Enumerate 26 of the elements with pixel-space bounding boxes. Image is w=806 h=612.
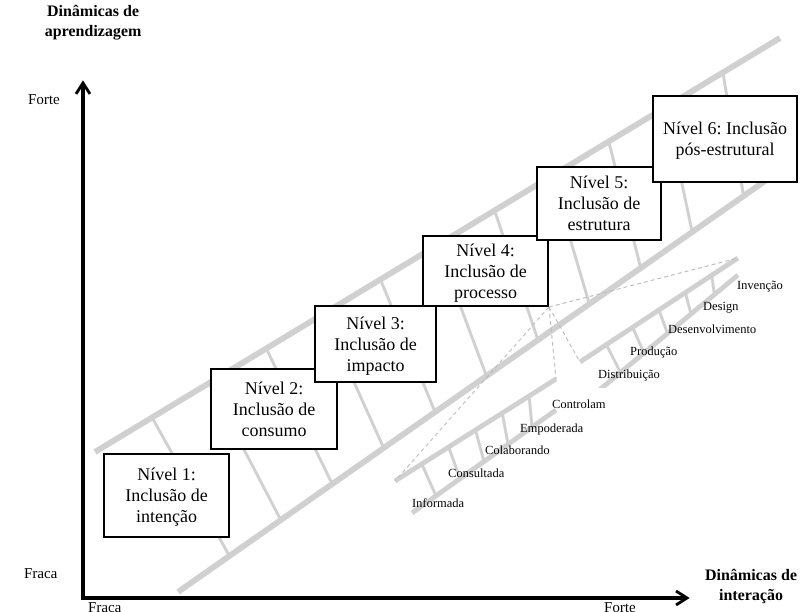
axis-label: Fraca	[24, 566, 58, 583]
axis-title: Dinâmicas de interação	[704, 566, 798, 606]
level-box: Nível 2: Inclusão de consumo	[210, 368, 338, 450]
step-label: Design	[703, 299, 738, 314]
step-label: Consultada	[448, 466, 504, 481]
step-label: Empoderada	[520, 421, 584, 436]
axis-title: Dinâmicas de aprendizagem	[44, 2, 142, 42]
level-box: Nível 4: Inclusão de processo	[422, 235, 549, 307]
step-label: Colaborando	[485, 443, 550, 458]
dashed-line	[548, 306, 556, 380]
level-box: Nível 3: Inclusão de impacto	[314, 305, 437, 383]
dashed-line	[548, 258, 738, 308]
step-label: Distribuição	[598, 367, 660, 382]
level-box: Nível 5: Inclusão de estrutura	[536, 166, 662, 241]
step-label: Informada	[412, 496, 464, 511]
step-label: Invenção	[737, 278, 783, 293]
dashed-line	[394, 306, 550, 482]
step-label: Desenvolvimento	[668, 322, 756, 337]
dashed-line	[548, 306, 580, 362]
step-label: Produção	[630, 344, 678, 359]
level-box: Nível 6: Inclusão pós-estrutural	[652, 95, 798, 183]
axis-label: Fraca	[88, 600, 122, 612]
axis-label: Forte	[28, 92, 60, 109]
level-box: Nível 1: Inclusão de intenção	[103, 453, 230, 538]
axis-label: Forte	[604, 600, 636, 612]
step-label: Controlam	[552, 397, 606, 412]
